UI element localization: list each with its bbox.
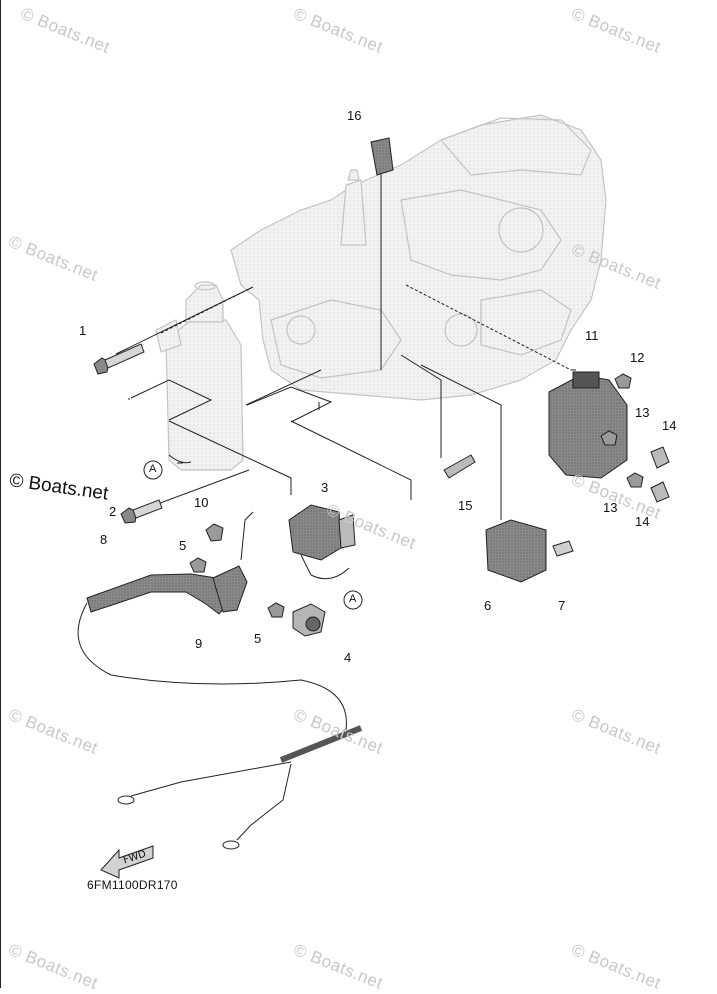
bolt-7: [552, 540, 574, 557]
bolt-2: [120, 499, 163, 524]
bolts-12-13-14: [600, 373, 670, 503]
callout-15: 15: [458, 498, 473, 513]
relay-box-6: [485, 519, 547, 583]
bolt-10: [205, 523, 224, 542]
fwd-arrow-icon: [100, 845, 154, 879]
connector-16: [370, 137, 394, 176]
callout-14: 14: [662, 418, 677, 433]
callout-11: 11: [585, 328, 599, 343]
callout-7: 7: [558, 598, 566, 613]
callout-3: 3: [321, 480, 329, 495]
diagram-code: 6FM1100DR170: [87, 878, 178, 892]
callout-10: 10: [194, 495, 209, 510]
callout-a: A: [149, 463, 157, 475]
callout-16: 16: [347, 108, 362, 123]
callout-14: 14: [635, 514, 650, 529]
battery-leads: [77, 602, 363, 850]
rectifier-regulator-11: [548, 371, 628, 479]
bolt-5: [189, 557, 285, 618]
clamp-4: [292, 603, 326, 637]
starter-motor: [155, 281, 244, 471]
callout-6: 6: [484, 598, 492, 613]
callout-5: 5: [179, 538, 187, 553]
callout-9: 9: [195, 636, 203, 651]
callout-4: 4: [344, 650, 352, 665]
leader-lines: [115, 160, 576, 520]
callout-5: 5: [254, 631, 262, 646]
callout-2: 2: [109, 504, 117, 519]
callout-a: A: [349, 593, 357, 605]
callout-a-circles: [143, 460, 363, 610]
callout-1: 1: [79, 323, 87, 338]
clip-15: [443, 454, 476, 479]
battery-cable-8-9: [86, 511, 254, 615]
callout-13: 13: [635, 405, 650, 420]
engine-block-ghost: [230, 114, 607, 401]
relay-3: [288, 504, 356, 580]
callout-8: 8: [100, 532, 108, 547]
callout-12: 12: [630, 350, 645, 365]
bolt-1: [93, 343, 145, 375]
callout-13: 13: [603, 500, 618, 515]
